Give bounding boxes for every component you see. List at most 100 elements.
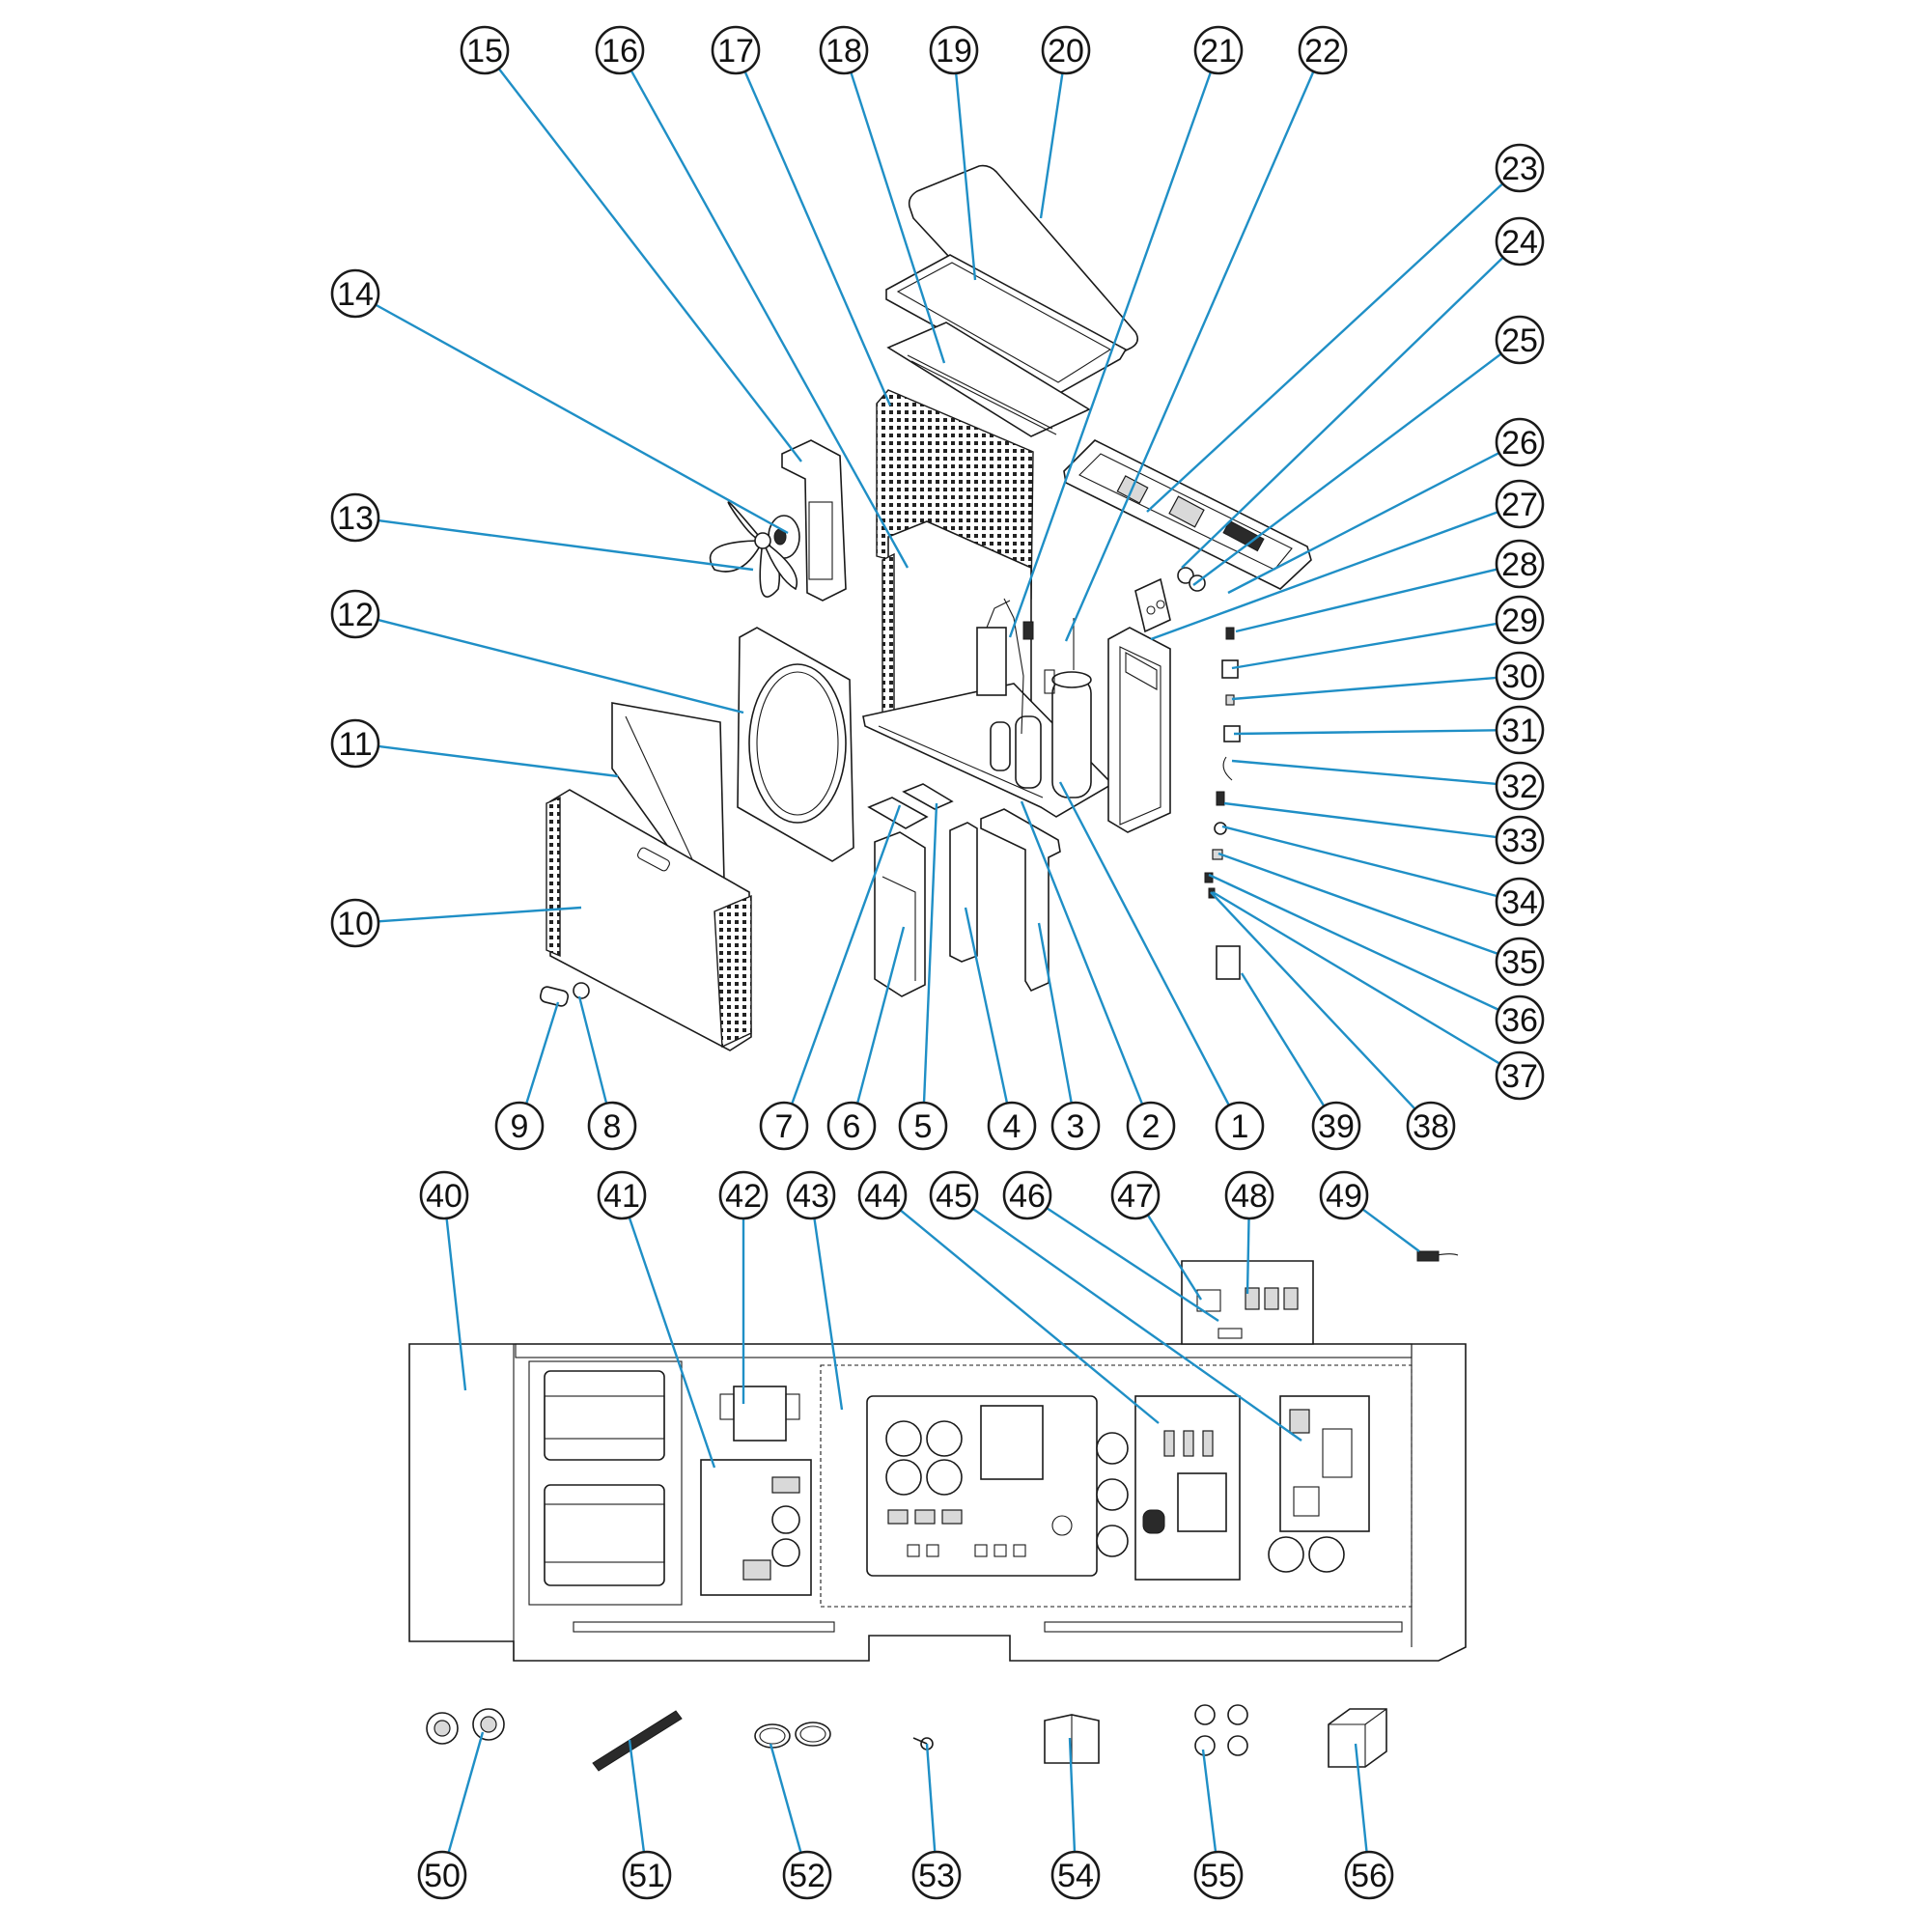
leader-line-15 <box>497 68 802 462</box>
callout-number: 9 <box>511 1108 529 1145</box>
callout-20: 20 <box>1041 25 1091 75</box>
callout-number: 43 <box>793 1178 829 1215</box>
support-bar <box>592 1710 683 1772</box>
leader-line-47 <box>1146 1214 1203 1301</box>
callout-circle <box>595 25 645 75</box>
callout-54: 54 <box>1050 1850 1101 1900</box>
callout-number: 31 <box>1501 713 1538 749</box>
callout-circle <box>1495 143 1545 193</box>
callout-25: 25 <box>1495 315 1545 365</box>
leader-line-21 <box>1008 71 1213 638</box>
callout-circle <box>711 25 761 75</box>
leader-line-19 <box>955 72 977 281</box>
union-connectors <box>426 1708 505 1745</box>
leader-line-12 <box>377 618 744 714</box>
callout-53: 53 <box>911 1850 962 1900</box>
callout-circle <box>460 25 510 75</box>
callout-number: 11 <box>338 726 372 763</box>
leader-line-44 <box>899 1209 1160 1424</box>
leader-line-28 <box>1235 568 1497 633</box>
leader-line-56 <box>1354 1743 1368 1853</box>
callout-30: 30 <box>1495 651 1545 701</box>
fan-blade <box>709 501 798 598</box>
leader-line-35 <box>1217 852 1498 956</box>
accumulator <box>990 715 1042 789</box>
callout-11: 11 <box>330 718 380 769</box>
callout-number: 24 <box>1501 224 1538 261</box>
o-rings <box>754 1722 831 1749</box>
callout-18: 18 <box>819 25 869 75</box>
drain-plug <box>539 986 570 1007</box>
leader-line-8 <box>577 995 608 1105</box>
callout-43: 43 <box>786 1170 836 1220</box>
callout-circle <box>1311 1101 1361 1151</box>
leader-line-5 <box>922 802 938 1104</box>
callout-circle <box>1050 1850 1101 1900</box>
callout-circle <box>819 25 869 75</box>
callout-number: 29 <box>1501 602 1538 639</box>
callout-number: 27 <box>1501 487 1538 523</box>
leader-line-37 <box>1212 890 1501 1065</box>
callout-21: 21 <box>1193 25 1244 75</box>
leader-line-30 <box>1231 676 1497 701</box>
callout-circle <box>1495 216 1545 266</box>
leader-line-17 <box>743 70 892 406</box>
callout-circle <box>494 1101 545 1151</box>
lower-side-panel <box>874 831 926 997</box>
callout-circle <box>1041 25 1091 75</box>
leader-line-39 <box>1240 972 1326 1107</box>
leader-line-36 <box>1208 873 1499 1011</box>
callout-circle <box>1050 1101 1101 1151</box>
leader-line-52 <box>769 1743 802 1854</box>
electrical-panel <box>408 1250 1467 1662</box>
callout-number: 14 <box>337 276 374 313</box>
callout-number: 55 <box>1200 1858 1237 1894</box>
callout-55: 55 <box>1193 1850 1244 1900</box>
callout-number: 18 <box>826 33 862 70</box>
leader-line-32 <box>1231 759 1497 786</box>
callout-8: 8 <box>587 1101 637 1151</box>
callout-circle <box>1298 25 1348 75</box>
callout-32: 32 <box>1495 761 1545 811</box>
callout-number: 5 <box>914 1108 933 1145</box>
callout-number: 26 <box>1501 425 1538 462</box>
callout-circle <box>1495 994 1545 1045</box>
callout-circle <box>1495 417 1545 467</box>
callout-circle <box>1495 539 1545 589</box>
callout-40: 40 <box>419 1170 469 1220</box>
callout-circle <box>1495 595 1545 645</box>
leader-line-14 <box>375 303 789 535</box>
callout-circle <box>330 898 380 948</box>
callout-circle <box>929 25 979 75</box>
callout-circle <box>987 1101 1037 1151</box>
inverter-board-frame <box>820 1364 1413 1608</box>
callout-number: 3 <box>1067 1108 1085 1145</box>
base-tray <box>862 683 1114 818</box>
leader-line-29 <box>1231 622 1497 670</box>
callout-47: 47 <box>1110 1170 1161 1220</box>
leader-line-45 <box>971 1207 1302 1442</box>
transformer-upper <box>544 1370 665 1461</box>
leader-line-51 <box>628 1739 646 1853</box>
callout-9: 9 <box>494 1101 545 1151</box>
fittings <box>1204 627 1241 899</box>
callout-number: 46 <box>1009 1178 1046 1215</box>
callout-number: 6 <box>843 1108 861 1145</box>
callout-16: 16 <box>595 25 645 75</box>
callout-number: 36 <box>1501 1002 1538 1039</box>
callout-number: 25 <box>1501 322 1538 359</box>
callout-number: 7 <box>775 1108 794 1145</box>
callout-circle <box>826 1101 877 1151</box>
callout-2: 2 <box>1126 1101 1176 1151</box>
callout-circle <box>1495 761 1545 811</box>
callout-27: 27 <box>1495 479 1545 529</box>
accessories <box>426 1704 1387 1772</box>
callout-31: 31 <box>1495 705 1545 755</box>
leader-line-24 <box>1181 256 1504 569</box>
callout-circle <box>718 1170 769 1220</box>
callout-circle <box>1406 1101 1456 1151</box>
leader-line-10 <box>378 906 582 923</box>
callout-23: 23 <box>1495 143 1545 193</box>
callout-circle <box>1193 1850 1244 1900</box>
callout-12: 12 <box>330 589 380 639</box>
